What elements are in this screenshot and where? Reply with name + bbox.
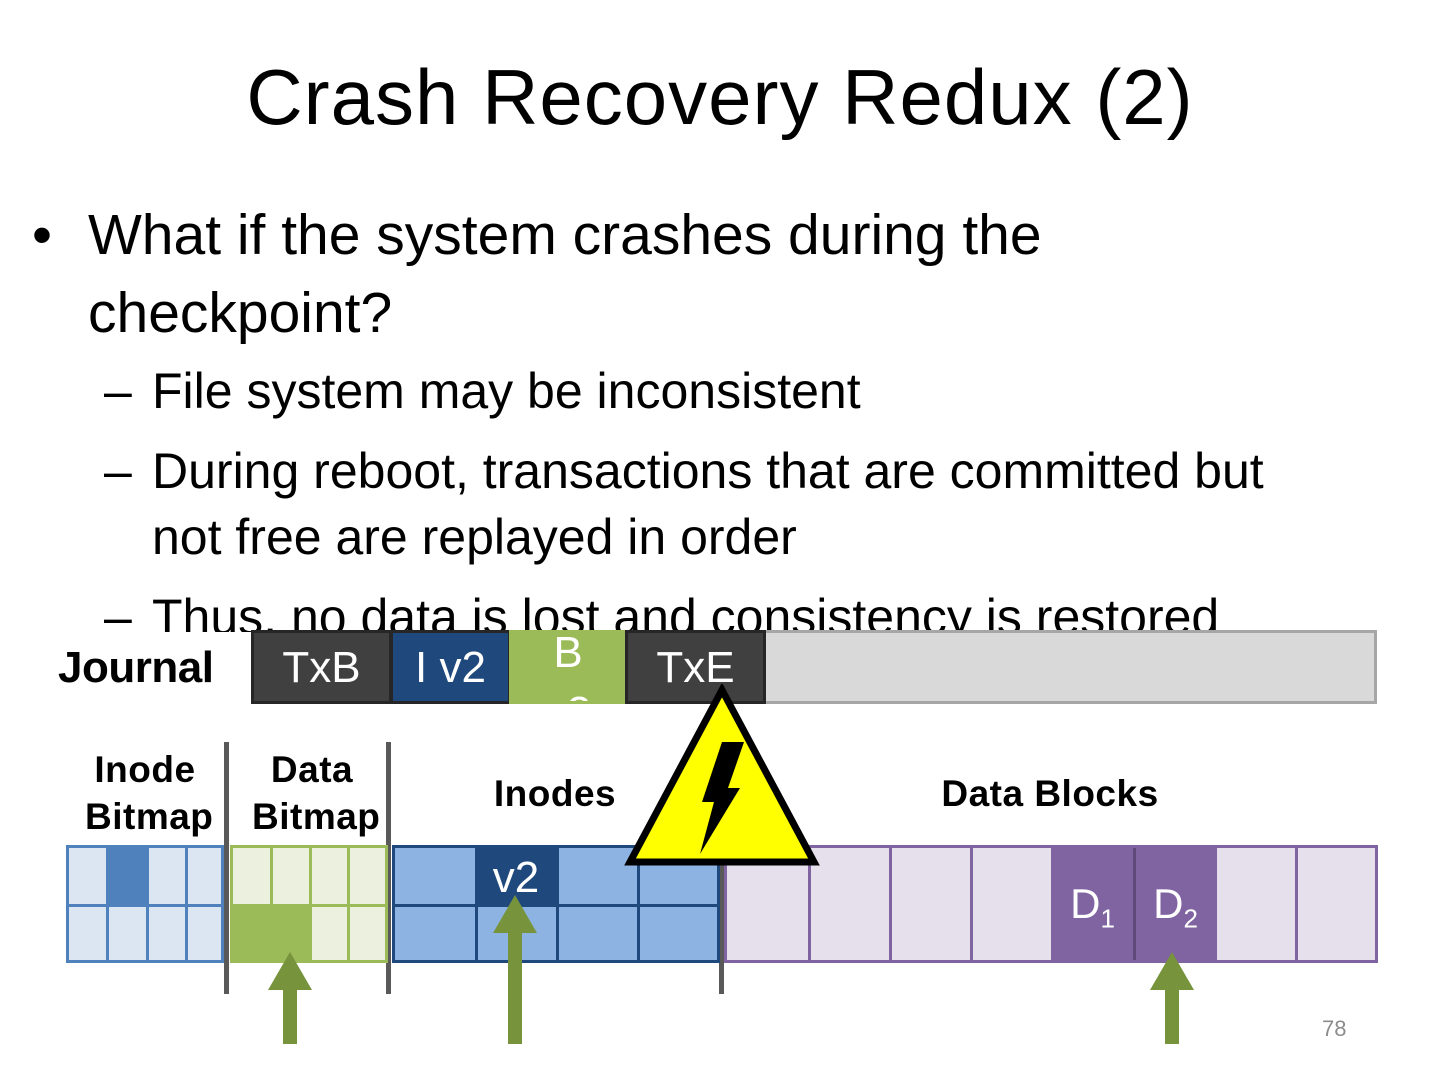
sub-bullet-restored-clip: – Thus, no data is lost and consistency … [0,580,1440,632]
bullet-marker: • [32,203,52,267]
region-divider [224,742,229,994]
data-block-d1: D1 [1051,848,1134,960]
sub-bullet-marker: – [104,589,132,632]
grid-line [347,848,350,960]
region-divider [386,742,391,994]
region-label-inodes: Inodes [493,773,617,814]
region-label-data-blocks: Data Blocks [941,773,1159,814]
arrow-up-icon [493,895,537,1044]
region-divider [719,845,724,994]
grid-line [1214,848,1217,960]
slide-title: Crash Recovery Redux (2) [246,53,1194,141]
grid-line [106,848,109,960]
warning-lightning-icon [624,684,820,866]
grid-line [309,848,312,960]
sub-bullet-marker: – [104,363,132,419]
grid-line [808,848,811,960]
grid-line [556,848,559,960]
grid-line [970,848,973,960]
sub-bullet-inconsistent: File system may be inconsistent [152,363,861,419]
arrow-up-icon [268,952,312,1044]
grid-line [270,848,273,960]
arrow-up-icon [1150,952,1194,1044]
journal-label: Journal [58,643,214,692]
region-label-inode-bitmap-text: Inode Bitmap [85,749,214,837]
inode-table: v2 [392,845,720,963]
sub-bullet-restored: Thus, no data is lost and consistency is… [152,589,1220,632]
data-blocks: D1 D2 [724,845,1378,963]
data-block-d1-label: D [1070,880,1101,927]
sub-bullet-replay-line1: During reboot, transactions that are com… [152,443,1264,499]
journal-block-txb: TxB [251,630,392,704]
data-block-d2-subscript: 2 [1183,903,1198,934]
journal-block-bitmap-v2-label: B v2 [545,630,591,701]
data-block-d2-label: D [1153,880,1184,927]
sub-bullet-marker: – [104,443,132,499]
data-block-d1-subscript: 1 [1100,903,1115,934]
region-label-inode-bitmap: Inode Bitmap [70,746,220,840]
grid-line [889,848,892,960]
grid-line [146,848,149,960]
journal-block-inode-v2: I v2 [390,630,511,704]
inode-bitmap [66,845,224,963]
slide-number: 78 [1322,1016,1347,1041]
grid-line [69,904,221,907]
sub-bullet-replay-line2: not free are replayed in order [152,509,797,565]
region-label-data-bitmap-text: Data Bitmap [252,749,381,837]
journal-block-txe: TxE [625,630,766,704]
inode-bitmap-set-bit [107,848,147,905]
grid-line [185,848,188,960]
grid-line [475,848,478,960]
journal-block-bitmap-v2: B v2 [509,630,627,704]
main-bullet: What if the system crashes during the ch… [88,203,1042,345]
grid-line [637,848,640,960]
data-bitmap [230,845,388,963]
inode-v2: v2 [475,848,557,905]
data-block-d2: D2 [1133,848,1215,960]
region-label-data-bitmap: Data Bitmap [237,746,387,840]
grid-line [1295,848,1298,960]
